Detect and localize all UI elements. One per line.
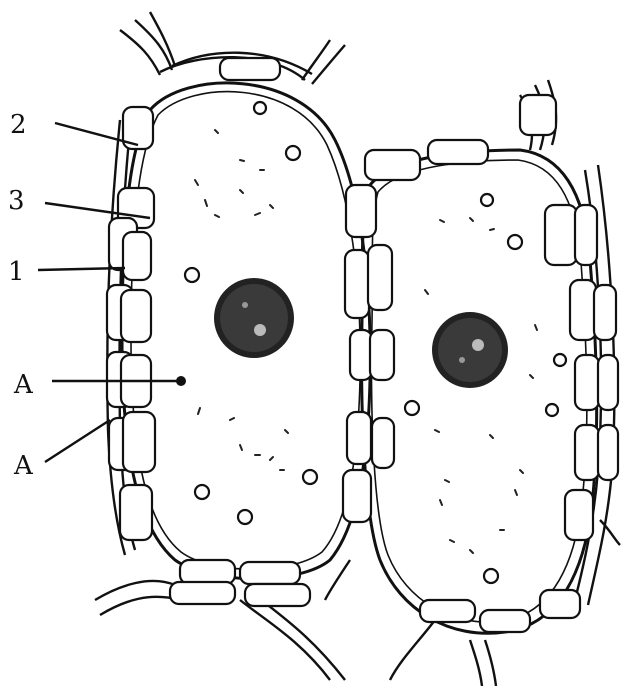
- label-a-upper: A: [13, 370, 34, 400]
- label-a-lower: A: [13, 451, 34, 481]
- labeled-granule-a: [176, 376, 186, 386]
- right-cell-contents: [405, 194, 566, 583]
- leader-line-1: [38, 268, 125, 270]
- label-2: 2: [10, 110, 27, 140]
- label-1: 1: [8, 257, 25, 287]
- leader-line-a-lower: [45, 420, 110, 462]
- label-3: 3: [8, 186, 25, 216]
- left-cell-contents: [176, 102, 317, 524]
